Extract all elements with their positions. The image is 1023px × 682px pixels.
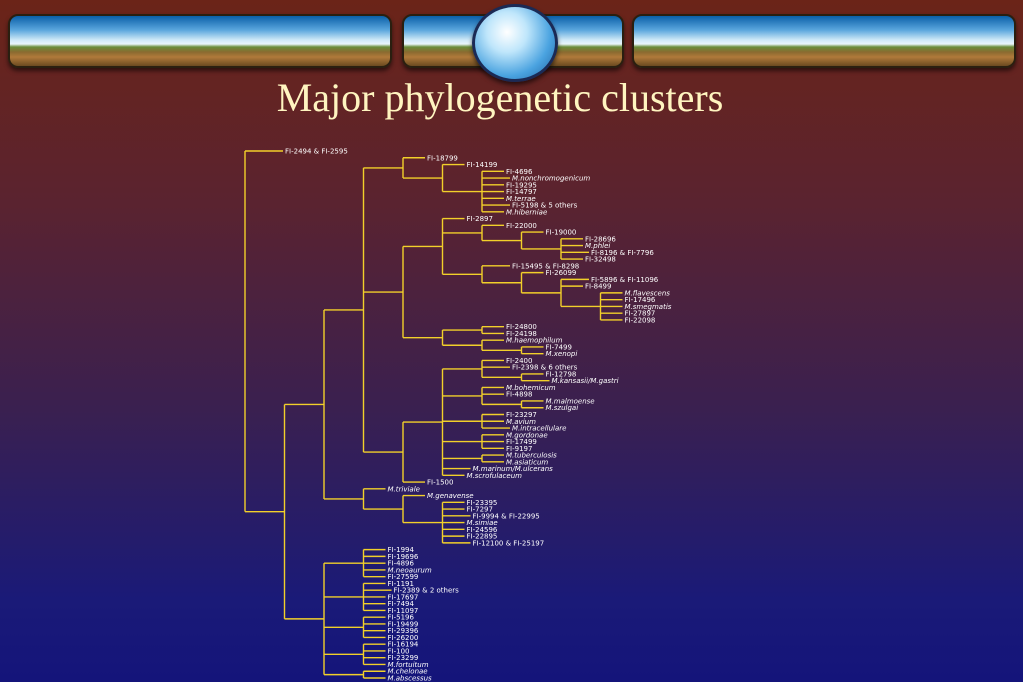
- tree-leaf-label: M.xenopi: [546, 350, 578, 358]
- header-banner-right: [632, 14, 1016, 68]
- tree-leaf-label: FI-19000: [546, 229, 577, 237]
- tree-leaf-label: FI-5198 & 5 others: [512, 202, 578, 210]
- tree-leaf-label: FI-17697: [388, 593, 419, 601]
- tree-leaf-label: FI-17499: [506, 438, 537, 446]
- tree-leaf-label: FI-14797: [506, 188, 537, 196]
- tree-leaf-label: FI-2389 & 2 others: [394, 587, 460, 595]
- tree-leaf-label: FI-100: [388, 647, 410, 655]
- tree-leaf-label: FI-14199: [467, 161, 498, 169]
- tree-leaf-label: M.triviale: [388, 485, 420, 493]
- tree-leaf-label: M.gordonae: [506, 431, 548, 439]
- tree-leaf-label: FI-15495 & FI-8298: [512, 262, 579, 270]
- tree-leaf-label: FI-7297: [467, 506, 493, 514]
- tree-leaf-label: FI-4896: [388, 560, 415, 568]
- tree-leaf-label: FI-23299: [388, 654, 419, 662]
- tree-leaf-label: FI-11097: [388, 607, 419, 615]
- tree-leaf-label: FI-4696: [506, 168, 533, 176]
- tree-leaf-label: FI-1191: [388, 580, 414, 588]
- tree-leaf-label: FI-28696: [585, 235, 616, 243]
- tree-leaf-label: M.marinum/M.ulcerans: [473, 465, 554, 473]
- tree-leaf-label: FI-23297: [506, 411, 537, 419]
- tree-leaf-label: FI-24198: [506, 330, 537, 338]
- tree-leaf-label: FI-19499: [388, 620, 419, 628]
- tree-leaf-label: M.scrofulaceum: [467, 472, 523, 480]
- tree-leaf-label: FI-2400: [506, 357, 532, 365]
- tree-leaf-label: FI-1994: [388, 546, 415, 554]
- tree-leaf-label: M.malmoense: [546, 397, 595, 405]
- tree-leaf-label: FI-19295: [506, 181, 537, 189]
- tree-leaf-label: FI-8196 & FI-7796: [591, 249, 654, 257]
- tree-leaf-label: FI-32498: [585, 256, 616, 264]
- header-banner-left: [8, 14, 392, 68]
- tree-leaf-label: FI-16194: [388, 641, 419, 649]
- tree-leaf-label: M.chelonae: [388, 668, 428, 676]
- tree-leaf-label: FI-22895: [467, 533, 498, 541]
- tree-leaf-label: FI-18799: [427, 154, 458, 162]
- tree-leaf-label: M.neoaurum: [388, 566, 432, 574]
- tree-leaf-label: FI-1500: [427, 479, 453, 487]
- tree-leaf-label: FI-26099: [546, 269, 577, 277]
- tree-leaf-label: M.hiberniae: [506, 208, 547, 216]
- tree-leaf-label: FI-26200: [388, 634, 419, 642]
- tree-leaf-label: M.nonchromogenicum: [512, 175, 590, 183]
- tree-leaf-label: FI-7499: [546, 343, 572, 351]
- tree-leaf-label: M.kansasii/M.gastri: [552, 377, 619, 385]
- globe-logo: [472, 4, 558, 82]
- tree-leaf-label: FI-29396: [388, 627, 419, 635]
- tree-leaf-label: FI-23395: [467, 499, 498, 507]
- tree-leaf-label: FI-24800: [506, 323, 537, 331]
- tree-leaf-label: FI-4898: [506, 391, 532, 399]
- slide-title: Major phylogenetic clusters: [276, 75, 724, 120]
- tree-leaf-label: FI-22098: [625, 316, 656, 324]
- tree-leaf-label: FI-27897: [625, 310, 656, 318]
- tree-leaf-label: FI-5196: [388, 614, 415, 622]
- tree-leaf-label: M.flavescens: [625, 289, 671, 297]
- tree-leaf-label: M.phlei: [585, 242, 610, 250]
- tree-leaf-label: M.tuberculosis: [506, 452, 557, 460]
- tree-leaf-label: FI-12798: [546, 370, 577, 378]
- tree-leaf-label: M.simiae: [467, 519, 498, 527]
- tree-leaf-label: FI-7494: [388, 600, 415, 608]
- tree-leaf-label: FI-8499: [585, 283, 611, 291]
- tree-leaf-label: FI-9197: [506, 445, 532, 453]
- tree-leaf-label: FI-2398 & 6 others: [512, 364, 578, 372]
- tree-leaf-label: M.bohemicum: [506, 384, 556, 392]
- tree-leaf-label: FI-19696: [388, 553, 419, 561]
- tree-leaf-label: FI-22000: [506, 222, 537, 230]
- tree-leaf-label: FI-2494 & FI-2595: [285, 148, 348, 156]
- tree-leaf-label: M.genavense: [427, 492, 474, 500]
- tree-leaf-label: M.terrae: [506, 195, 536, 203]
- tree-leaf-label: M.smegmatis: [625, 303, 672, 311]
- tree-leaf-label: FI-24596: [467, 526, 498, 534]
- tree-leaf-label: FI-27599: [388, 573, 419, 581]
- tree-leaf-label: M.szulgai: [546, 404, 579, 412]
- tree-leaf-label: M.fortuitum: [388, 661, 429, 669]
- tree-leaf-label: FI-17496: [625, 296, 656, 304]
- tree-leaf-label: M.haemophilum: [506, 337, 563, 345]
- tree-leaf-label: FI-9994 & FI-22995: [473, 512, 540, 520]
- tree-leaf-label: M.intracellulare: [512, 425, 566, 433]
- tree-leaf-label: M.asiaticum: [506, 458, 548, 466]
- tree-leaf-label: FI-2897: [467, 215, 493, 223]
- tree-leaf-label: M.abscessus: [388, 675, 433, 682]
- tree-leaf-label: FI-5896 & FI-11096: [591, 276, 659, 284]
- tree-leaf-label: FI-12100 & FI-25197: [473, 539, 545, 547]
- tree-leaf-label: M.avium: [506, 418, 536, 426]
